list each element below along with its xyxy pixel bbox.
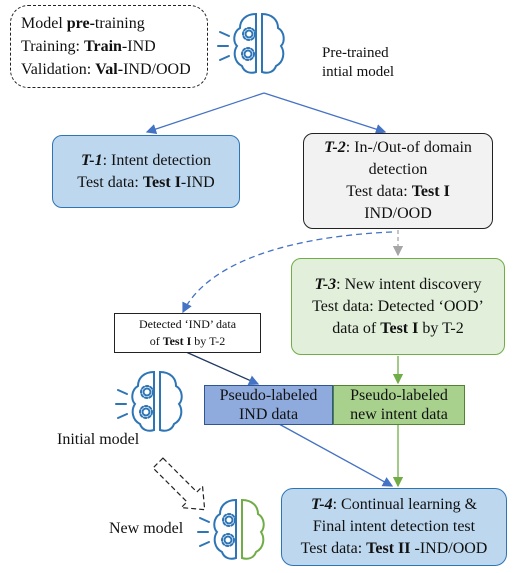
t3-box: T-3: New intent discovery Test data: Det…: [291, 258, 505, 355]
pretraining-model-line: Model pre-training: [21, 15, 145, 32]
pretrained-model-label: Pre-trained intial model: [322, 45, 395, 80]
t4-box: T-4: Continual learning & Final intent d…: [281, 488, 507, 566]
pseudo-new-line1: Pseudo-labeled: [350, 387, 448, 404]
pseudo-ind-box: Pseudo-labeled IND data: [204, 385, 333, 425]
pretraining-train-line: Training: Train-IND: [21, 38, 156, 55]
arrow-detected-to-pseudo-ind: [185, 351, 260, 386]
pseudo-ind-line2: IND data: [238, 406, 299, 423]
initial-model-label: Initial model: [57, 431, 140, 448]
t4-test-data: Test data: Test II -IND/OOD: [300, 540, 488, 557]
brain-gear-icon: [115, 370, 183, 432]
t2-detection: detection: [368, 161, 428, 178]
pseudo-ind-line1: Pseudo-labeled: [219, 387, 318, 404]
t1-test-data: Test data: Test I-IND: [77, 173, 215, 191]
detected-ind-line2: of Test I by T-2: [149, 334, 226, 348]
t1-title: T-1: Intent detection: [80, 151, 212, 169]
pseudo-new-box: Pseudo-labeled new intent data: [333, 385, 465, 425]
arrow-to-t1: [145, 92, 265, 135]
brain-gear-icon: [197, 498, 265, 560]
t2-box: T-2: In-/Out-of domain detection Test da…: [303, 133, 493, 229]
t2-test-data: Test data: Test I: [346, 183, 450, 200]
t3-source: data of Test I by T-2: [332, 319, 464, 337]
new-model-label: New model: [109, 520, 184, 537]
t3-title: T-3: New intent discovery: [314, 275, 482, 293]
arrow-to-t2: [263, 92, 387, 135]
detected-ind-line1: Detected ‘IND’ data: [138, 317, 237, 331]
pretraining-val-line: Validation: Val-IND/OOD: [21, 61, 191, 78]
t4-final-test: Final intent detection test: [312, 518, 476, 535]
t2-title: T-2: In-/Out-of domain: [324, 139, 472, 156]
t3-test-data: Test data: Detected ‘OOD’: [312, 297, 484, 315]
pseudo-new-line2: new intent data: [350, 406, 448, 423]
brain-gear-icon: [217, 12, 285, 74]
model-update-arrow: [152, 457, 206, 511]
pretraining-box: Model pre-training Training: Train-IND V…: [10, 5, 208, 88]
t4-title: T-4: Continual learning &: [310, 496, 478, 513]
detected-ind-box: Detected ‘IND’ data of Test I by T-2: [114, 313, 261, 353]
arrow-t2-to-detected-ind: [182, 231, 393, 314]
arrow-pseudo-ind-to-t4: [278, 423, 394, 487]
t2-ind-ood: IND/OOD: [364, 205, 432, 222]
t1-box: T-1: Intent detection Test data: Test I-…: [52, 135, 240, 208]
